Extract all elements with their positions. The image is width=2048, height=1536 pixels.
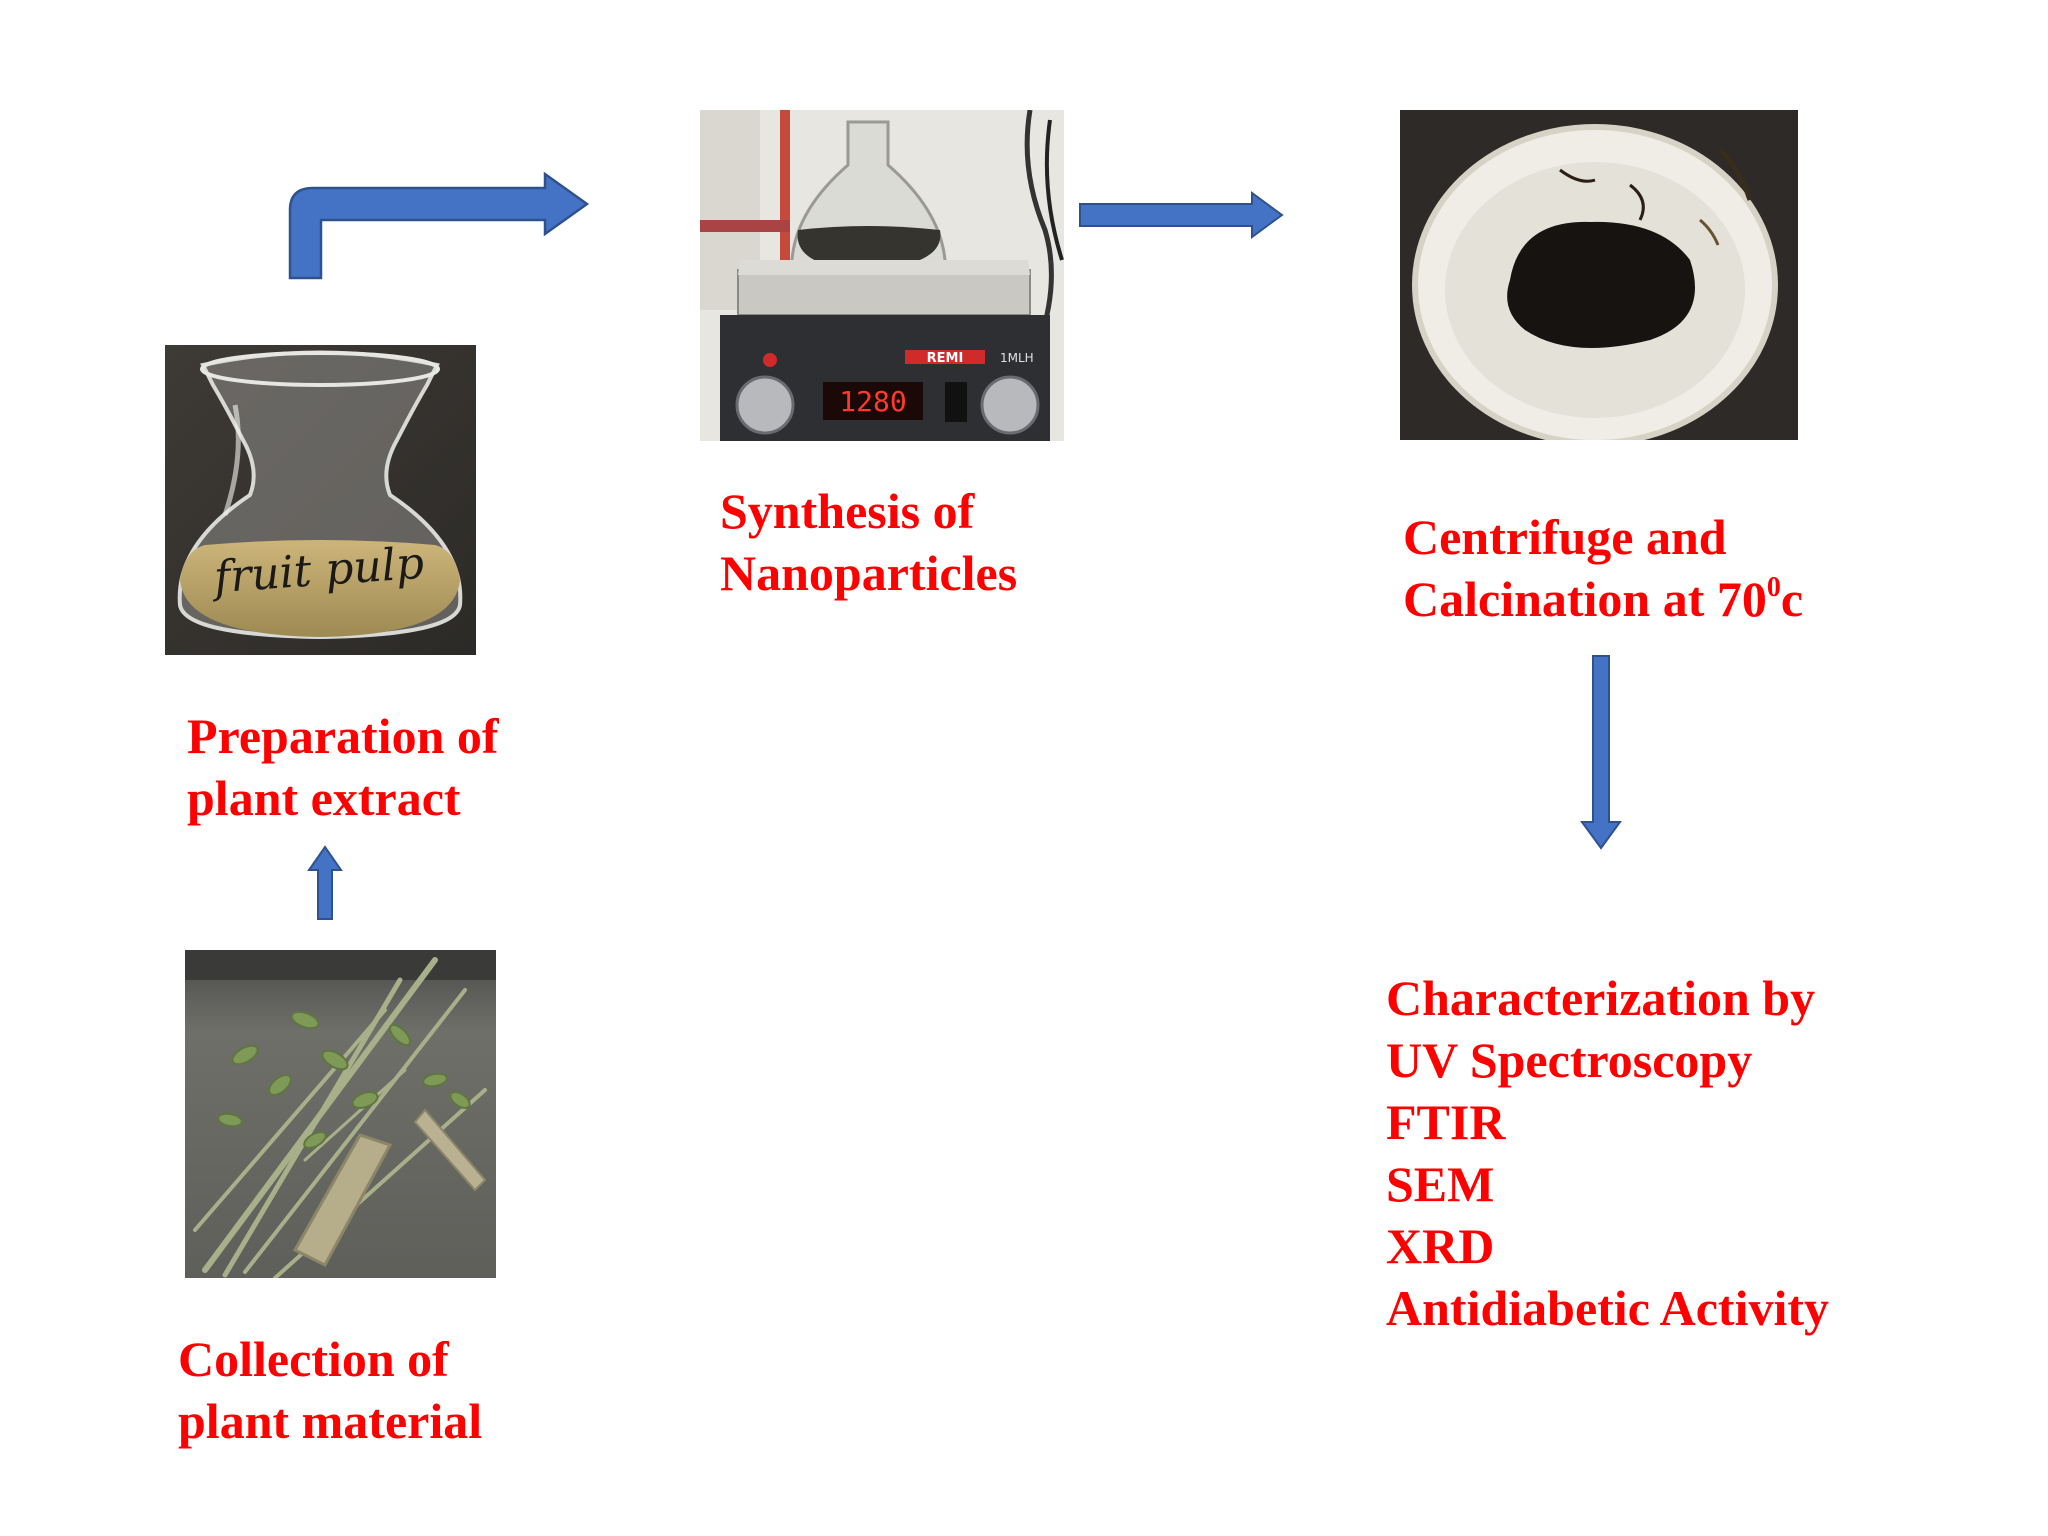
calcination-label-line: Centrifuge and — [1403, 509, 1727, 565]
characterization-line: UV Spectroscopy — [1386, 1032, 1753, 1088]
preparation-label-line: plant extract — [187, 770, 461, 826]
characterization-line: XRD — [1386, 1218, 1495, 1274]
characterization-line: Antidiabetic Activity — [1386, 1280, 1830, 1336]
stirrer-model: 1MLH — [1000, 351, 1034, 365]
characterization-label: Characterization by UV Spectroscopy FTIR… — [1386, 967, 1829, 1339]
collection-label: Collection of plant material — [178, 1328, 482, 1452]
synthesis-label-line: Nanoparticles — [720, 545, 1018, 601]
collection-label-line: Collection of — [178, 1331, 449, 1387]
stirrer-display: 1280 — [839, 385, 906, 418]
synthesis-label: Synthesis of Nanoparticles — [720, 480, 1017, 604]
up-arrow — [307, 845, 343, 920]
calcination-unit: c — [1780, 571, 1804, 627]
right-arrow — [1079, 191, 1284, 239]
plant-branches-photo — [185, 950, 496, 1278]
magnetic-stirrer-photo: REMI 1MLH 1280 — [700, 110, 1064, 441]
characterization-line: SEM — [1386, 1156, 1495, 1212]
preparation-label-line: Preparation of — [187, 708, 499, 764]
dark-residue-dish-photo — [1400, 110, 1798, 440]
degree-superscript: 0 — [1766, 572, 1781, 603]
fruit-pulp-flask-photo: fruit pulp — [165, 345, 476, 655]
collection-label-line: plant material — [178, 1393, 483, 1449]
calcination-label-line: Calcination at 700c — [1403, 568, 1803, 630]
synthesis-label-line: Synthesis of — [720, 483, 975, 539]
down-arrow — [1580, 655, 1622, 850]
calcination-text: Calcination at 70 — [1403, 571, 1767, 627]
stirrer-brand: REMI — [927, 351, 964, 366]
calcination-label: Centrifuge and Calcination at 700c — [1403, 506, 1803, 630]
preparation-label: Preparation of plant extract — [187, 705, 499, 829]
characterization-line: FTIR — [1386, 1094, 1506, 1150]
characterization-line: Characterization by — [1386, 970, 1816, 1026]
bent-right-arrow — [288, 171, 590, 280]
